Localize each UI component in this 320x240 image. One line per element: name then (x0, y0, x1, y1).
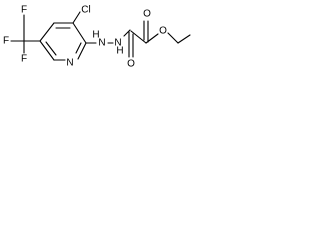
bond-ring-c3-c2 (72, 22, 87, 44)
atom-o-ketone: O (127, 59, 135, 70)
atom-f-top: F (21, 5, 27, 16)
structure-diagram: F F F Cl N H N N H O O O (3, 5, 191, 70)
bond-ring-cl (72, 11, 81, 24)
atom-nh-2-n: N (114, 38, 121, 49)
bond-ring-c2-n1 (77, 42, 87, 60)
bond-ring-c6-c5 (39, 40, 55, 61)
atom-o-ester-carbonyl: O (143, 9, 151, 20)
bond-nh-c-amide (123, 29, 131, 37)
bond-c-ester-o (145, 33, 159, 44)
atom-nh-1-h: H (92, 30, 99, 41)
atom-o-ester: O (159, 26, 167, 37)
atom-cl: Cl (81, 5, 90, 16)
bond-o-ethyl-1 (167, 32, 179, 44)
bond-c-amide-c-ester (130, 30, 147, 44)
atom-f-bottom: F (21, 54, 27, 65)
bond-ethyl-2 (177, 34, 191, 44)
bond-ring-c5-c4 (39, 22, 55, 42)
atom-nh-1-n: N (98, 38, 105, 49)
atom-nh-2-h: H (116, 46, 123, 57)
atom-n-ring: N (66, 58, 73, 69)
atom-f-left: F (3, 36, 9, 47)
bond-ring-inner-2 (75, 42, 82, 54)
bond-ring-inner-3 (45, 41, 57, 56)
